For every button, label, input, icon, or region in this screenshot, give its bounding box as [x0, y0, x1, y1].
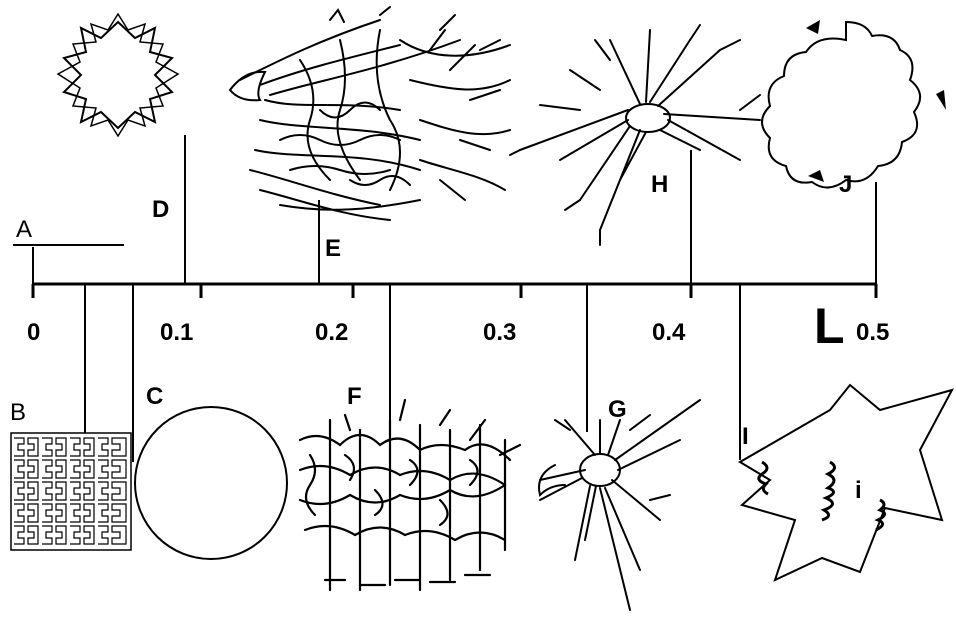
- tick-label-0: 0: [27, 319, 40, 346]
- tick-label-0.5: 0.5: [856, 319, 889, 346]
- rounded-koch-corner-mark: [806, 20, 820, 34]
- connector-lines: [33, 135, 876, 462]
- rounded-koch-figure: [762, 22, 920, 188]
- dense-branching-cell-figure: [300, 400, 520, 590]
- tick-label-0.1: 0.1: [160, 319, 193, 346]
- axis-ticks: [33, 284, 876, 298]
- tick-label-0.2: 0.2: [315, 319, 348, 346]
- panel-label-b: B: [10, 399, 26, 426]
- tick-label-0.4: 0.4: [652, 319, 686, 346]
- inset-label: i: [855, 477, 862, 504]
- circle-figure: [135, 407, 287, 559]
- stellate-cell-figure: [539, 400, 700, 610]
- stellate-cell-figure-h: [510, 25, 760, 245]
- branching-cell-figure: [230, 7, 510, 220]
- koch-snowflake-figure: [64, 22, 172, 128]
- panel-label-h: H: [651, 171, 668, 198]
- panel-label-e: E: [325, 235, 341, 262]
- tick-label-0.3: 0.3: [483, 319, 516, 346]
- panel-label-c: C: [146, 383, 163, 410]
- panel-label-i: I: [742, 423, 749, 450]
- hilbert-curve-figure: [11, 433, 131, 550]
- panel-label-f: F: [347, 383, 362, 410]
- axis-end-marker: L: [814, 298, 845, 354]
- panel-label-j: J: [839, 171, 852, 198]
- rounded-koch-corner-mark: [936, 90, 946, 110]
- koch-inner-detail: [58, 14, 178, 136]
- panel-label-g: G: [608, 396, 627, 423]
- panel-label-a: A: [16, 216, 32, 243]
- panel-label-d: D: [152, 196, 169, 223]
- rounded-koch-corner-mark: [808, 170, 824, 182]
- star-polygon-figure: [740, 385, 952, 580]
